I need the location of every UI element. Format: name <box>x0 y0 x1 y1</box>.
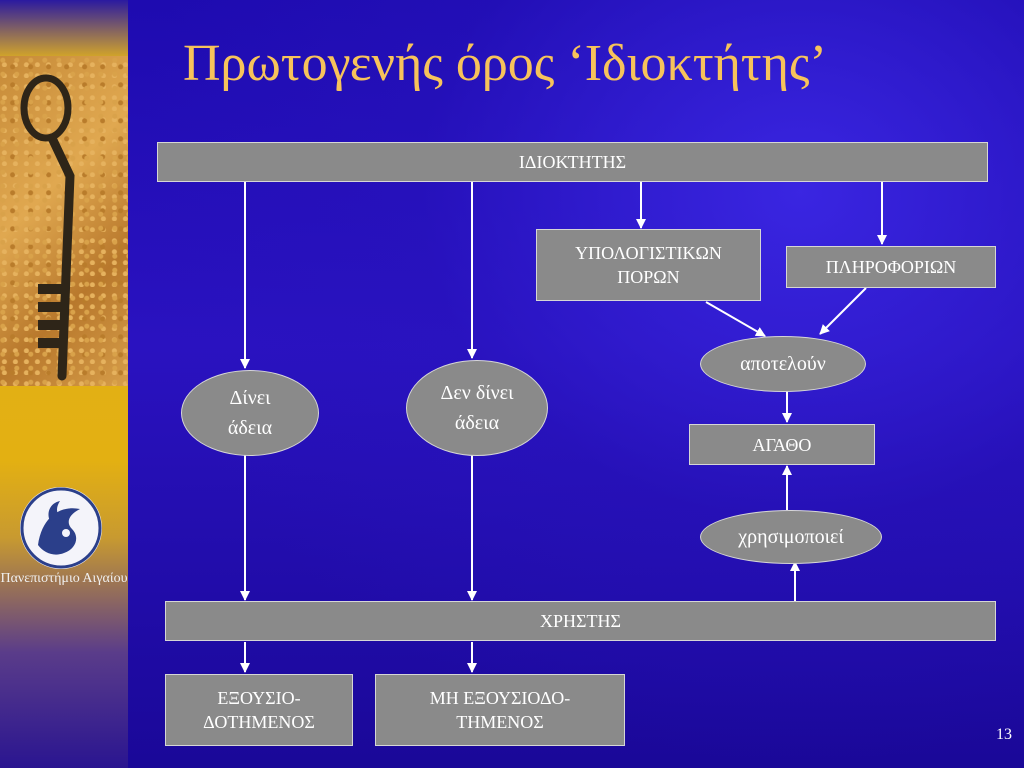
computing-resources-line-2: ΠΟΡΩΝ <box>617 267 680 287</box>
constitute-oval: αποτελούν <box>700 336 866 392</box>
owner-box: ΙΔΙΟΚΤΗΤΗΣ <box>157 142 988 182</box>
unauthorized-line-2: ΤΗΜΕΝΟΣ <box>456 712 544 732</box>
computing-resources-box: ΥΠΟΛΟΓΙΣΤΙΚΩΝ ΠΟΡΩΝ <box>536 229 761 301</box>
uses-label: χρησιμοποιεί <box>738 526 844 548</box>
information-box: ΠΛΗΡΟΦΟΡΙΩΝ <box>786 246 996 288</box>
denies-permission-line-2: άδεια <box>454 412 500 434</box>
uses-oval: χρησιμοποιεί <box>700 510 882 564</box>
denies-permission-line-1: Δεν δίνει <box>440 382 514 404</box>
grants-permission-oval: Δίνει άδεια <box>181 370 319 456</box>
information-label: ΠΛΗΡΟΦΟΡΙΩΝ <box>825 257 957 277</box>
good-label: ΑΓΑΘΟ <box>752 434 812 455</box>
denies-permission-oval: Δεν δίνει άδεια <box>406 360 548 456</box>
constitute-label: αποτελούν <box>740 353 826 375</box>
key-icon <box>20 74 75 381</box>
unauthorized-line-1: ΜΗ ΕΞΟΥΣΙΟΔΟ- <box>429 688 571 708</box>
grants-permission-line-2: άδεια <box>227 417 273 439</box>
user-box: ΧΡΗΣΤΗΣ <box>165 601 996 641</box>
authorized-line-1: ΕΞΟΥΣΙΟ- <box>217 688 301 708</box>
owner-label: ΙΔΙΟΚΤΗΤΗΣ <box>518 152 627 172</box>
slide-title: Πρωτογενής όρος ‘Ιδιοκτήτης’ <box>183 35 827 92</box>
computing-resources-line-1: ΥΠΟΛΟΓΙΣΤΙΚΩΝ <box>575 243 722 263</box>
good-box: ΑΓΑΘΟ <box>689 424 875 465</box>
authorized-box: ΕΞΟΥΣΙΟ- ΔΟΤΗΜΕΝΟΣ <box>165 674 353 746</box>
authorized-line-2: ΔΟΤΗΜΕΝΟΣ <box>203 712 315 732</box>
unauthorized-box: ΜΗ ΕΞΟΥΣΙΟΔΟ- ΤΗΜΕΝΟΣ <box>375 674 625 746</box>
seal-icon <box>20 487 102 569</box>
sidebar: Πανεπιστήμιο Αιγαίου <box>0 0 128 768</box>
university-logo <box>20 487 102 569</box>
key-photo <box>0 56 128 386</box>
grants-permission-line-1: Δίνει <box>229 387 271 409</box>
page-number: 13 <box>996 726 1012 743</box>
user-label: ΧΡΗΣΤΗΣ <box>540 611 621 631</box>
university-name: Πανεπιστήμιο Αιγαίου <box>0 571 128 586</box>
